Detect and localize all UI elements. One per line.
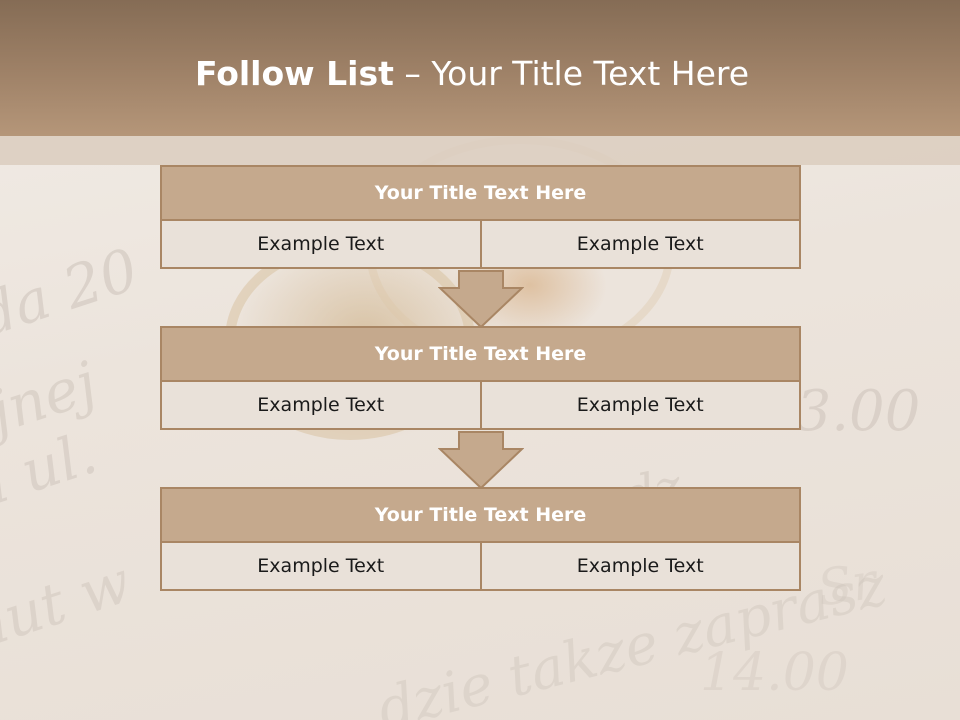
svg-text:Sr: Sr xyxy=(814,551,883,617)
block-cell: Example Text xyxy=(160,380,482,430)
svg-text:da 20: da 20 xyxy=(0,235,146,350)
slide-title-bold: Follow List xyxy=(194,54,394,93)
list-block-1: Your Title Text Here Example Text Exampl… xyxy=(160,165,801,269)
block-title: Your Title Text Here xyxy=(160,165,801,221)
header-band xyxy=(0,0,960,136)
block-cell: Example Text xyxy=(479,380,801,430)
block-cell: Example Text xyxy=(160,541,482,591)
block-title: Your Title Text Here xyxy=(160,326,801,382)
block-title: Your Title Text Here xyxy=(160,487,801,543)
svg-text:14.00: 14.00 xyxy=(700,643,849,703)
block-cell: Example Text xyxy=(160,219,482,269)
block-cell: Example Text xyxy=(479,541,801,591)
block-cell: Example Text xyxy=(479,219,801,269)
slide-title: Follow List – Your Title Text Here xyxy=(0,54,944,93)
header-strip xyxy=(0,136,960,165)
block-row: Example Text Example Text xyxy=(160,219,801,269)
down-arrow-icon xyxy=(438,270,524,328)
down-arrow-icon xyxy=(438,431,524,489)
svg-text:nut w: nut w xyxy=(0,547,139,663)
block-row: Example Text Example Text xyxy=(160,541,801,591)
slide-title-rest: – Your Title Text Here xyxy=(393,54,750,93)
block-row: Example Text Example Text xyxy=(160,380,801,430)
list-block-2: Your Title Text Here Example Text Exampl… xyxy=(160,326,801,430)
list-block-3: Your Title Text Here Example Text Exampl… xyxy=(160,487,801,591)
